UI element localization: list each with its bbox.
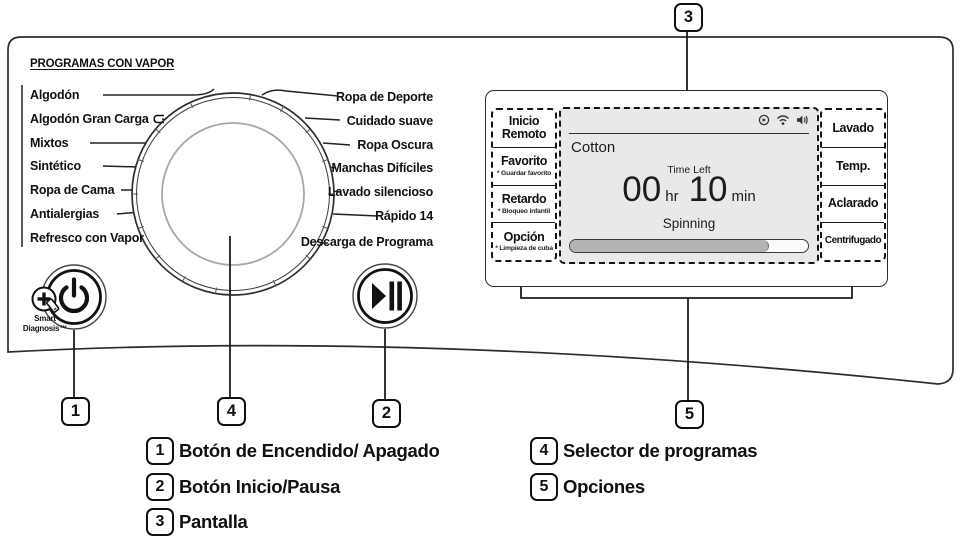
wash-button[interactable]: Lavado <box>832 120 874 135</box>
legend-label-4: Selector de programas <box>563 440 758 461</box>
option-buttons-right: Lavado Temp. Aclarado Centrifugado <box>820 108 886 262</box>
minutes-value: 10 <box>688 170 728 209</box>
legend-label-5: Opciones <box>563 476 645 497</box>
program-selector-dial[interactable] <box>131 92 335 296</box>
minutes-unit: min <box>731 188 756 205</box>
drum-icon <box>153 114 164 124</box>
steam-programs-heading: PROGRAMAS CON VAPOR <box>30 58 175 70</box>
program-label-antialergias: Antialergias <box>30 207 100 221</box>
spin-button[interactable]: Centrifugado <box>822 222 884 260</box>
legend-callout-2: 2 <box>146 473 174 501</box>
legend-callout-5: 5 <box>530 473 558 501</box>
dial-ticks <box>131 93 335 295</box>
program-label-ropa-de-cama: Ropa de Cama <box>30 183 115 197</box>
wifi-icon <box>777 115 789 125</box>
program-label-ropa-oscura: Ropa Oscura <box>357 138 433 152</box>
callout-5: 5 <box>675 400 704 429</box>
cycle-status: Spinning <box>662 216 716 231</box>
legend-item-5: 5 Opciones <box>530 473 645 501</box>
time-remaining: 00 hr 10 min <box>561 172 817 207</box>
legend-item-4: 4 Selector de programas <box>530 437 758 465</box>
legend-label-1: Botón de Encendido/ Apagado <box>179 440 440 461</box>
program-label-sintetico: Sintético <box>30 159 81 173</box>
program-label-algodon: Algodón <box>30 88 80 102</box>
progress-bar-fill <box>570 240 769 252</box>
program-label-descarga-de-programa: Descarga de Programa <box>300 235 433 249</box>
legend-callout-1: 1 <box>146 437 174 465</box>
callout-3: 3 <box>674 3 703 32</box>
program-label-ropa-de-deporte: Ropa de Deporte <box>335 90 433 104</box>
start-pause-button[interactable] <box>352 263 418 329</box>
rinse-button[interactable]: Aclarado <box>822 184 884 223</box>
legend-item-2: 2 Botón Inicio/Pausa <box>146 473 340 501</box>
callout-4: 4 <box>217 397 246 426</box>
legend-callout-3: 3 <box>146 508 174 536</box>
status-icons <box>758 114 809 126</box>
legend-label-2: Botón Inicio/Pausa <box>179 476 341 497</box>
legend-item-3: 3 Pantalla <box>146 508 248 536</box>
selected-program: Cotton <box>571 139 616 156</box>
lcd-screen: Cotton Time Left 00 hr 10 min Spinning <box>559 107 819 264</box>
callout-1: 1 <box>61 397 90 426</box>
temp-button[interactable]: Temp. <box>822 146 884 185</box>
hours-unit: hr <box>665 188 679 205</box>
remote-start-icon <box>758 114 770 126</box>
screen-divider <box>569 133 809 134</box>
sound-icon <box>797 115 808 125</box>
remote-start-button[interactable]: Inicio Remoto <box>501 114 547 142</box>
option-buttons-left: Inicio Remoto Favorito * Guardar favorit… <box>491 108 557 262</box>
legend-label-3: Pantalla <box>179 511 248 532</box>
program-label-rapido-14: Rápido 14 <box>375 209 433 223</box>
time-left-label: Time Left <box>667 164 711 176</box>
callout-2: 2 <box>372 399 401 428</box>
delay-button[interactable]: Retardo * Bloqueo infantil <box>493 184 555 223</box>
power-icon <box>58 277 90 314</box>
hours-value: 00 <box>622 170 662 209</box>
display-assembly: Inicio Remoto Favorito * Guardar favorit… <box>485 90 888 287</box>
program-label-lavado-silencioso: Lavado silencioso <box>328 185 433 199</box>
progress-bar <box>569 239 809 253</box>
option-button[interactable]: Opción * Limpieza de cuba <box>493 222 555 260</box>
program-label-mixtos: Mixtos <box>30 136 69 150</box>
legend-item-1: 1 Botón de Encendido/ Apagado <box>146 437 440 465</box>
smart-diagnosis-label: Smart Diagnosis™ <box>22 314 68 333</box>
program-label-refresco-con-vapor: Refresco con Vapor <box>30 231 144 245</box>
favorite-button[interactable]: Favorito * Guardar favorito <box>493 146 555 185</box>
legend-callout-4: 4 <box>530 437 558 465</box>
program-label-cuidado-suave: Cuidado suave <box>346 114 434 128</box>
smart-diagnosis-icon <box>31 286 60 313</box>
program-label-algodon-gran-carga: Algodón Gran Carga <box>30 112 165 126</box>
program-label-manchas-dificiles: Manchas Difíciles <box>331 161 433 175</box>
play-pause-icon <box>372 281 402 311</box>
